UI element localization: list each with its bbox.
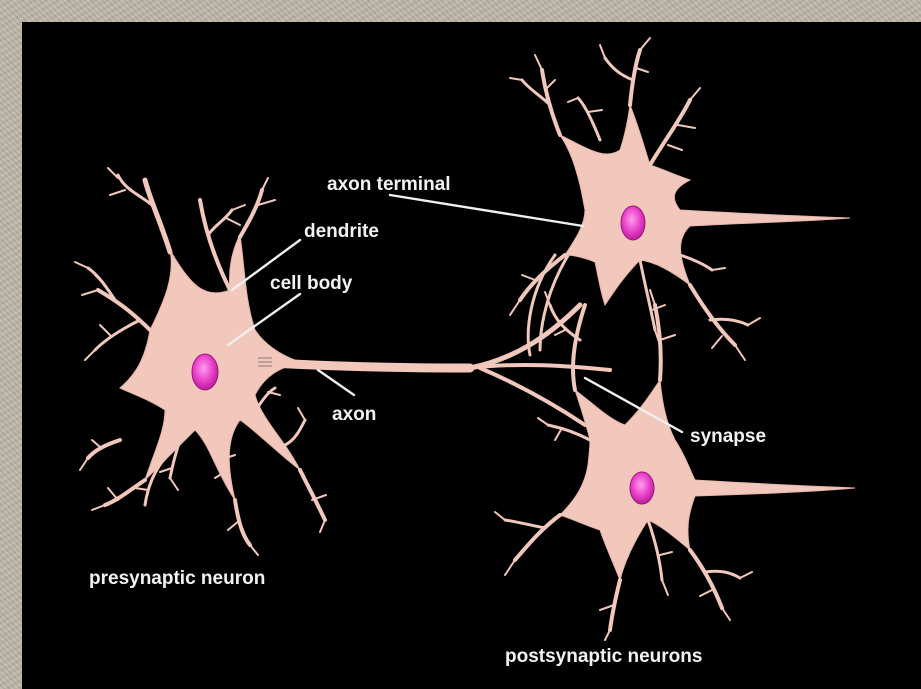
axon-pointer: [318, 370, 354, 395]
postsynaptic-neuron-bottom: [560, 380, 855, 580]
postsynaptic-top-nucleus: [621, 206, 645, 240]
label-postsynaptic-neurons: postsynaptic neurons: [505, 646, 702, 667]
label-axon: axon: [332, 404, 376, 425]
presynaptic-nucleus: [192, 354, 218, 390]
axon-terminal-pointer: [390, 195, 583, 226]
label-presynaptic-neuron: presynaptic neuron: [89, 568, 265, 589]
postsynaptic-bottom-nucleus: [630, 472, 654, 504]
label-synapse: synapse: [690, 426, 766, 447]
label-axon-terminal: axon terminal: [327, 174, 451, 195]
label-dendrite: dendrite: [304, 221, 379, 242]
postsynaptic-bottom-cell-body: [560, 380, 855, 580]
postsynaptic-neuron-top: [560, 105, 850, 305]
label-cell-body: cell body: [270, 273, 353, 294]
postsynaptic-top-cell-body: [560, 105, 850, 305]
